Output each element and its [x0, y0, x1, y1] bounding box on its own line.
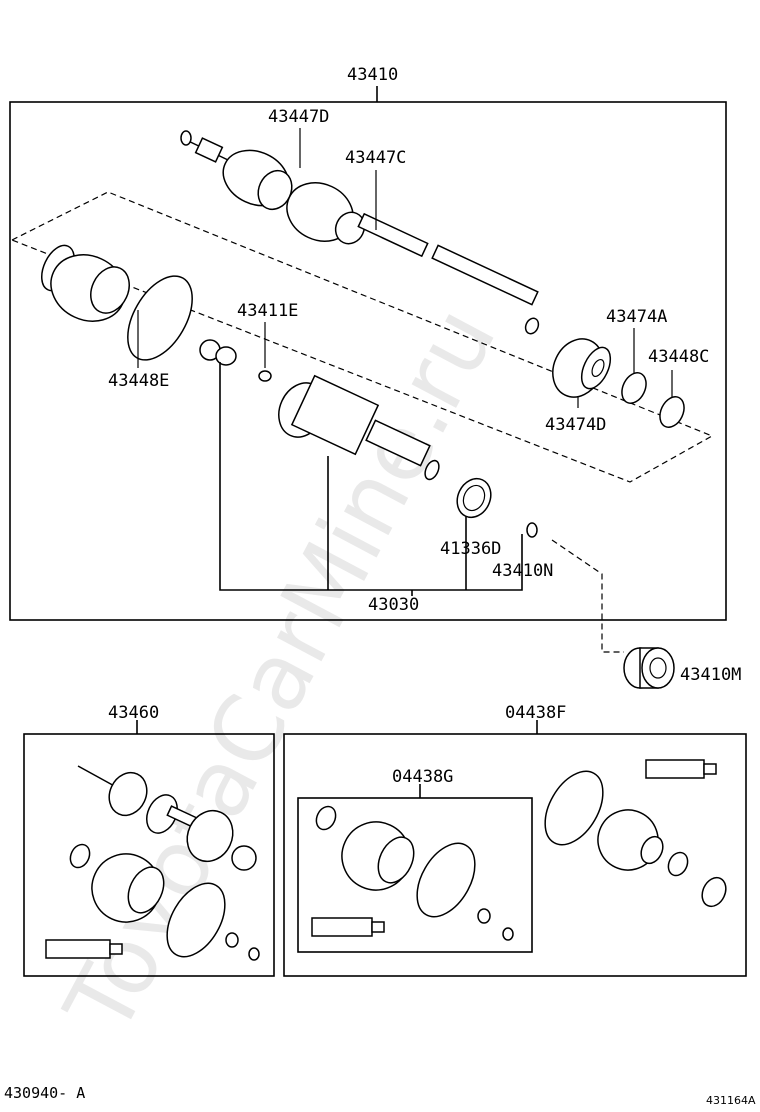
label-04438G: 04438G	[392, 767, 453, 787]
snap-ring-43411E	[258, 370, 272, 382]
outer-joint-shaft	[180, 130, 540, 335]
inboard-joint-housing	[278, 374, 440, 481]
kit-43460-parts	[45, 765, 260, 961]
frame-43460	[23, 733, 275, 977]
label-43410N: 43410N	[492, 561, 553, 581]
label-43474A: 43474A	[606, 307, 667, 327]
footer-left-code: 430940- A	[4, 1084, 85, 1102]
label-43410: 43410	[347, 65, 398, 85]
label-41336D: 41336D	[440, 539, 501, 559]
clamp-43448C	[659, 396, 685, 428]
frame-04438F	[283, 733, 747, 977]
label-43448E: 43448E	[108, 371, 169, 391]
frame-43410	[9, 101, 727, 621]
inner-boot	[41, 244, 130, 322]
label-43448C: 43448C	[648, 347, 709, 367]
label-43411E: 43411E	[237, 301, 298, 321]
label-43474D: 43474D	[545, 415, 606, 435]
tripod-joint	[199, 339, 237, 366]
clip-43410N	[526, 522, 538, 538]
label-43410M: 43410M	[680, 665, 741, 685]
damper-43474D	[552, 338, 612, 398]
clamp-43474A	[621, 372, 647, 404]
frame-04438G	[297, 797, 533, 953]
label-04438F: 04438F	[505, 703, 566, 723]
label-43447D: 43447D	[268, 107, 329, 127]
bearing-43410M	[623, 647, 675, 689]
clamp-43448E	[127, 275, 193, 361]
label-43447C: 43447C	[345, 148, 406, 168]
label-43030: 43030	[368, 595, 419, 615]
kit-outline	[10, 191, 714, 483]
footer-right-code: 431164A	[706, 1094, 756, 1107]
kit-04438G-parts	[311, 805, 514, 941]
label-43460: 43460	[108, 703, 159, 723]
kit-04438F-parts	[544, 759, 727, 908]
dust-seal-41336D	[456, 477, 492, 519]
